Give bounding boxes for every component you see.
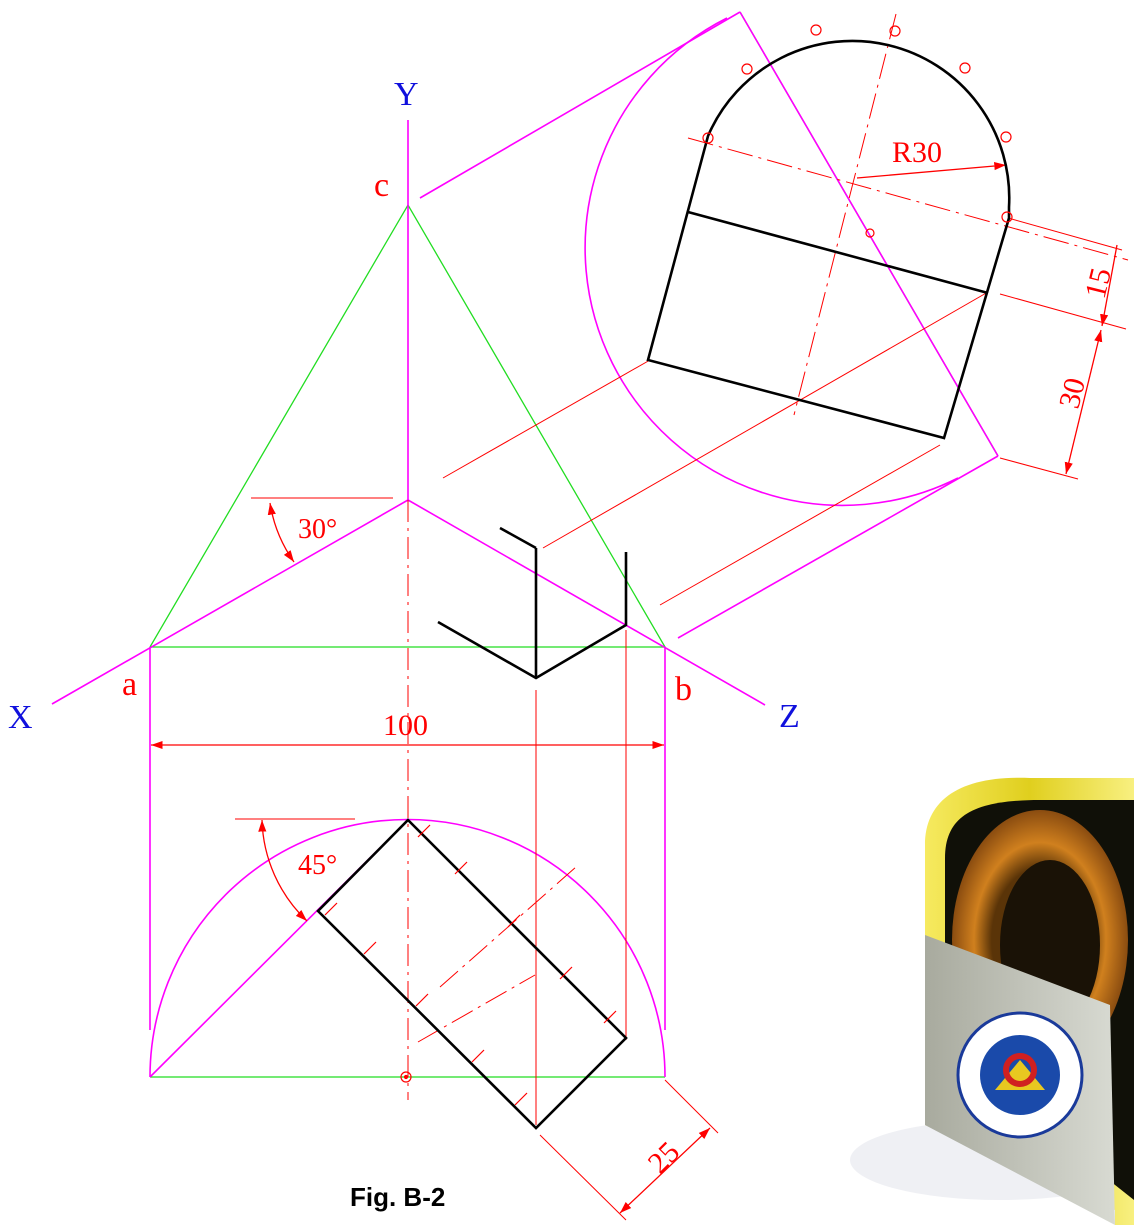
object-outlines [316, 39, 1011, 1130]
axis-label-z: Z [779, 698, 800, 735]
isometric-corner [437, 552, 628, 680]
construction-points [400, 24, 1013, 1083]
dimension-100: 100 [383, 709, 428, 742]
point-label-b: b [675, 671, 692, 708]
point-label-a: a [122, 666, 137, 703]
dimension-25: 25 [642, 1135, 687, 1180]
green-construction-lines [149, 11, 999, 1078]
magenta-projection-lines [51, 11, 999, 1078]
axis-label-y: Y [394, 76, 419, 113]
labels: Y X Z c a b 30° 45° 100 R30 15 30 25 [8, 76, 1118, 1180]
auxiliary-view-outline [646, 39, 1011, 440]
point-label-c: c [374, 167, 389, 204]
figure-caption: Fig. B-2 [350, 1182, 446, 1212]
dimension-arrows [151, 161, 1118, 1214]
axis-label-x: X [8, 699, 33, 736]
dimension-30: 30 [1053, 375, 1092, 412]
plan-tick-marks [324, 824, 617, 1106]
lifebuoy-box-render [850, 777, 1134, 1225]
dimension-r30: R30 [892, 136, 942, 169]
plan-rectangle [316, 818, 628, 1130]
angle-label-45: 45° [298, 850, 337, 881]
angle-label-30: 30° [298, 514, 337, 545]
